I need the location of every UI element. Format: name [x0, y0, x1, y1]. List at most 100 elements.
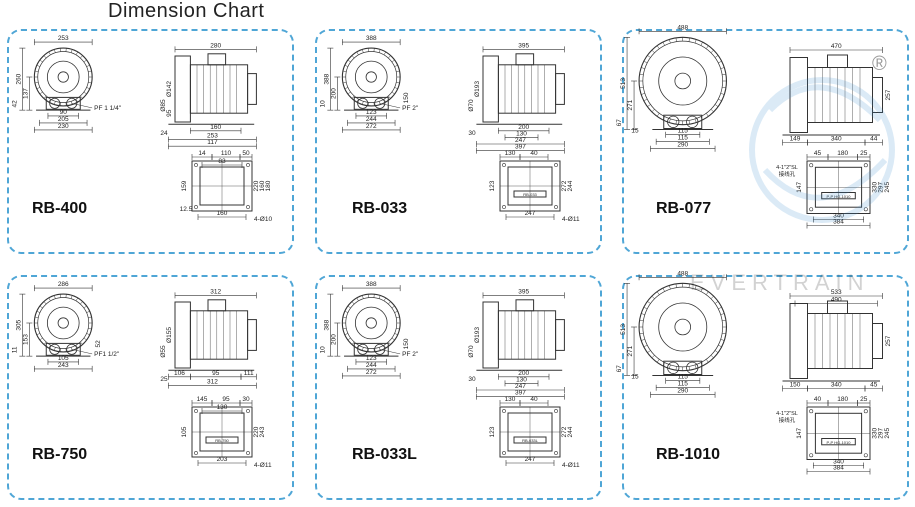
drawing-line: [669, 118, 671, 123]
drawing-line: [71, 103, 93, 109]
dimension-label: 257: [885, 335, 892, 346]
dimension-label: 180: [837, 150, 848, 157]
drawing-line: [351, 95, 355, 99]
dimension-label: 397: [515, 144, 526, 151]
drawing-line: [383, 98, 386, 103]
drawing-line: [662, 41, 665, 46]
drawing-circle: [554, 451, 558, 455]
dimension-label: 271: [627, 99, 634, 110]
drawing-line: [651, 295, 655, 299]
dimension-label: RB-033: [523, 192, 537, 197]
drawing-line: [639, 86, 644, 89]
drawing-line: [641, 339, 645, 341]
drawing-line: [694, 118, 697, 123]
drawing-line: [710, 295, 714, 299]
dimension-label: 244: [567, 426, 574, 437]
drawing-rect: [789, 303, 808, 379]
drawing-line: [43, 55, 47, 59]
drawing-circle: [66, 343, 78, 355]
drawing-line: [80, 301, 83, 305]
drawing-line: [75, 98, 78, 103]
drawing-circle: [49, 97, 61, 109]
dimension-label: P-P HG-1010: [827, 440, 852, 445]
drawing-line: [383, 297, 386, 302]
dimension-label: 230: [58, 123, 69, 130]
dimension-label: 10: [319, 346, 326, 354]
dimension-label: 290: [677, 142, 688, 149]
drawing-line: [675, 366, 677, 371]
drawing-circle: [354, 60, 388, 94]
dimension-label: 272: [366, 369, 377, 376]
drawing-line: [396, 82, 400, 84]
drawing-line: [48, 344, 51, 349]
drawing-line: [34, 328, 39, 330]
drawing-line: [675, 283, 677, 288]
drawing-circle: [554, 205, 558, 209]
dimension-label: 106: [174, 370, 185, 377]
dimension-label: 11: [11, 346, 18, 353]
drawing-circle: [642, 40, 723, 122]
dimension-label: 4-Ø10: [254, 216, 272, 223]
drawing-line: [391, 305, 395, 309]
drawing-circle: [49, 343, 61, 355]
model-label-rb-1010: RB-1010: [656, 446, 721, 463]
drawing-line: [669, 364, 671, 369]
dimension-label: 153: [22, 334, 29, 345]
drawing-circle: [863, 163, 868, 168]
drawing-circle: [354, 306, 388, 340]
drawing-line: [688, 120, 690, 125]
drawing-circle: [667, 361, 680, 374]
dimension-label: 257: [885, 89, 892, 100]
drawing-line: [43, 301, 47, 305]
dimension-label: 488: [677, 270, 688, 277]
dimension-label: 243: [259, 426, 266, 437]
drawing-line: [362, 347, 364, 351]
dimension-label: Ø85: [160, 99, 167, 112]
dimension-label: 272: [561, 180, 568, 191]
drawing-rect: [807, 67, 873, 123]
dimension-label: 145: [197, 396, 208, 403]
drawing-line: [351, 55, 355, 59]
dimension-label: 272: [561, 426, 568, 437]
drawing-line: [720, 313, 725, 315]
drawing-rect: [207, 53, 227, 66]
dimension-label: 111: [244, 370, 254, 377]
drawing-rect: [353, 342, 389, 356]
drawing-line: [347, 337, 351, 341]
dimension-label: Ø155: [166, 327, 173, 343]
drawing-line: [396, 70, 400, 72]
dimension-label: 24: [160, 130, 168, 137]
drawing-line: [43, 95, 47, 99]
dimension-label: 130: [505, 150, 516, 157]
drawing-line: [641, 67, 645, 69]
drawing-line: [88, 328, 92, 330]
dimension-label: 15: [631, 128, 639, 135]
model-label-rb-077: RB-077: [656, 200, 712, 217]
dimension-label: 14: [198, 150, 206, 157]
drawing-line: [706, 359, 709, 363]
dimension-label: 280: [210, 42, 221, 49]
dimension-label: 247: [515, 137, 526, 144]
drawing-line: [34, 82, 39, 84]
dimension-label: 123: [366, 109, 377, 116]
drawing-rect: [789, 57, 808, 133]
dimension-label: 388: [323, 73, 330, 84]
drawing-line: [706, 291, 709, 295]
drawing-line: [718, 98, 722, 102]
dimension-label: 4-1"2"SL: [776, 165, 798, 171]
drawing-line: [391, 91, 395, 95]
dimension-label: 130: [516, 130, 527, 137]
drawing-line: [720, 67, 725, 69]
drawing-line: [75, 297, 78, 302]
dimension-label: 200: [518, 370, 529, 377]
drawing-line: [706, 113, 709, 117]
drawing-line: [662, 287, 665, 292]
drawing-line: [39, 59, 43, 63]
drawing-line: [36, 333, 41, 335]
drawing-circle: [502, 409, 506, 413]
drawing-line: [88, 70, 92, 72]
drawing-line: [639, 332, 644, 335]
drawing-line: [722, 73, 726, 76]
dimension-label: 290: [677, 388, 688, 395]
